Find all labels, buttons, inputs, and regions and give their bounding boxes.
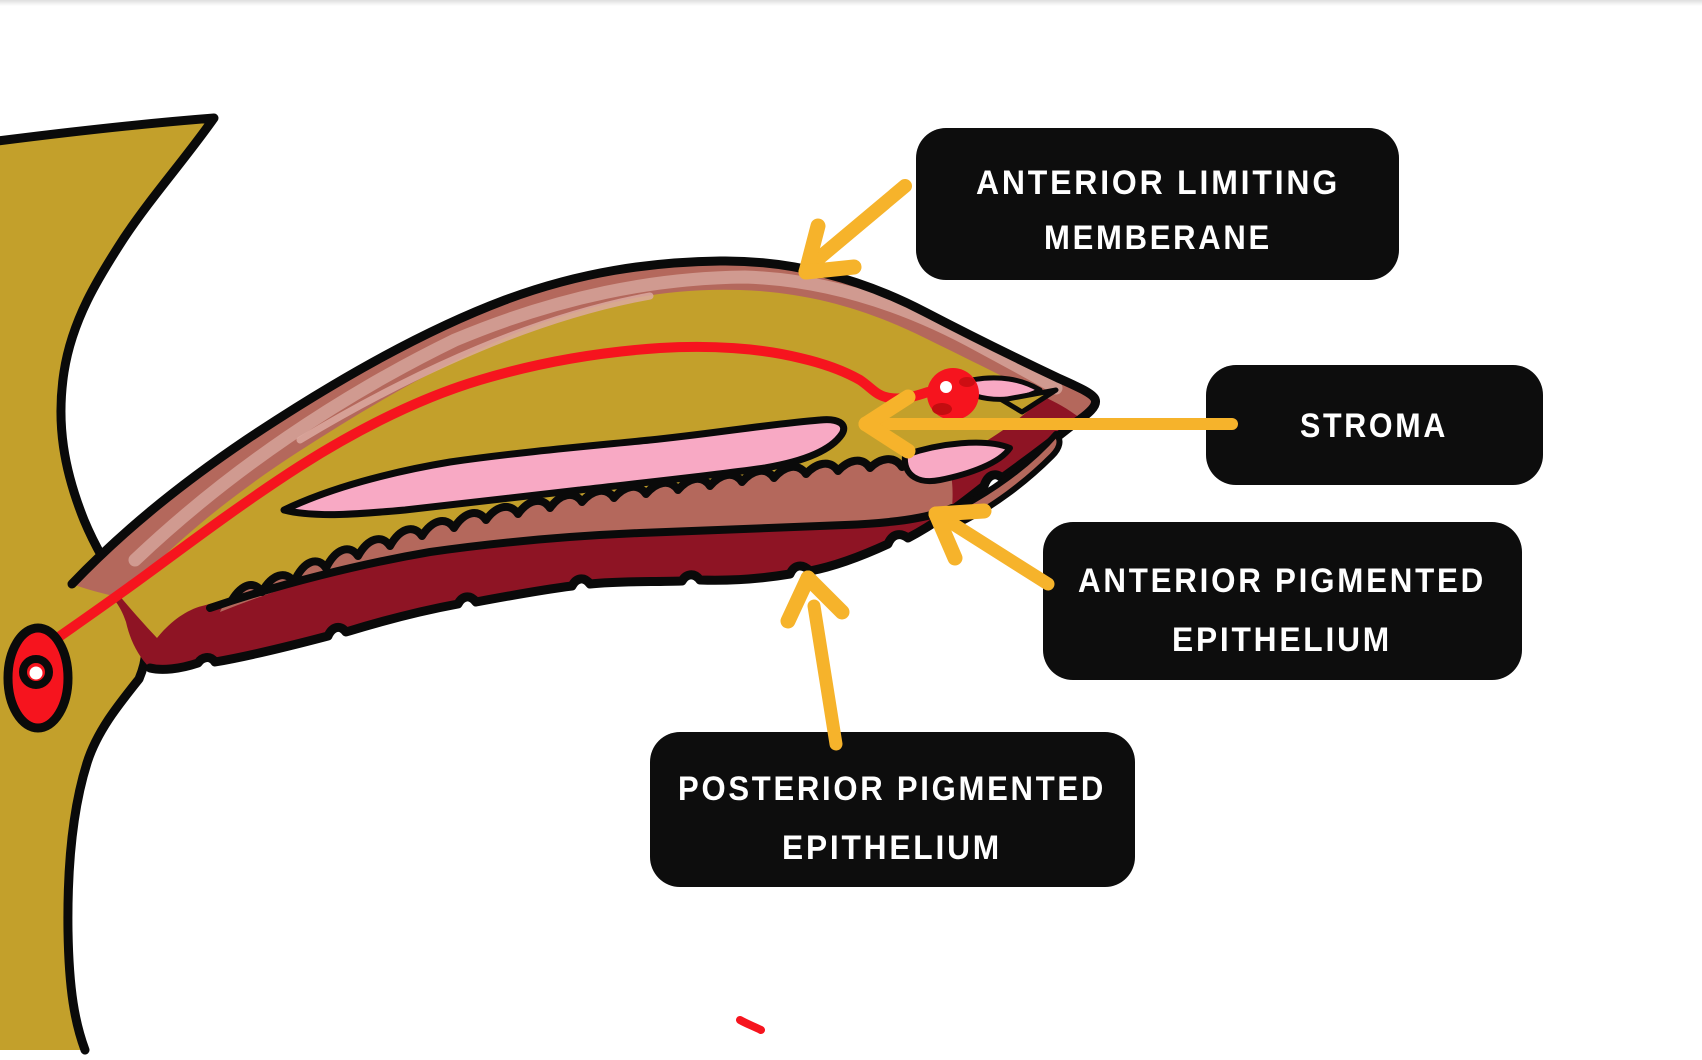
label-box-posterior-pigmented-epithelium: [650, 732, 1135, 887]
drawing-root: ANTERIOR LIMITING MEMBERANE STROMA ANTER…: [0, 113, 1543, 1055]
label-box-anterior-pigmented-epithelium: [1043, 522, 1522, 680]
anterior-limiting-membrane-layer: [72, 260, 1095, 598]
red-scribble-mark: [736, 1016, 765, 1034]
crypt-pink-pocket: [280, 416, 848, 519]
annotation-arrows: [780, 179, 1238, 751]
arrow-stroma: [858, 389, 1238, 459]
ciliary-vessel-cross-section: [3, 623, 73, 733]
crypt-pink-wedge: [901, 439, 1013, 484]
membrane-highlight-streak: [128, 270, 1063, 567]
sphincter-vessel-node: [927, 368, 979, 420]
label-posterior-pigmented-epithelium-line1: POSTERIOR PIGMENTED: [678, 770, 1106, 808]
label-anterior-limiting-membrane-line1: ANTERIOR LIMITING: [976, 164, 1340, 202]
tip-olive-sliver: [999, 387, 1059, 415]
ciliary-body-trunk-outline: [0, 113, 219, 1055]
epithelium-divider-line: [206, 504, 956, 612]
iris-leaf-outline: [67, 256, 1100, 674]
label-stroma: STROMA: [1300, 407, 1448, 445]
arrow-anterior-pigmented-epithelium: [928, 503, 1055, 591]
label-anterior-pigmented-epithelium-line2: EPITHELIUM: [1172, 621, 1392, 659]
label-anterior-limiting-membrane-line2: MEMBERANE: [1044, 219, 1272, 257]
label-box-anterior-limiting-membrane: [916, 128, 1399, 280]
label-anterior-pigmented-epithelium-line1: ANTERIOR PIGMENTED: [1078, 562, 1486, 600]
radial-vessel-line: [41, 341, 933, 651]
label-posterior-pigmented-epithelium-line2: EPITHELIUM: [782, 829, 1002, 867]
arrow-posterior-pigmented-epithelium: [780, 570, 850, 751]
arrow-anterior-limiting-membrane: [798, 179, 912, 280]
labels: ANTERIOR LIMITING MEMBERANE STROMA ANTER…: [650, 128, 1543, 887]
membrane-highlight-streak-light: [296, 292, 654, 444]
label-box-stroma: [1206, 365, 1543, 485]
